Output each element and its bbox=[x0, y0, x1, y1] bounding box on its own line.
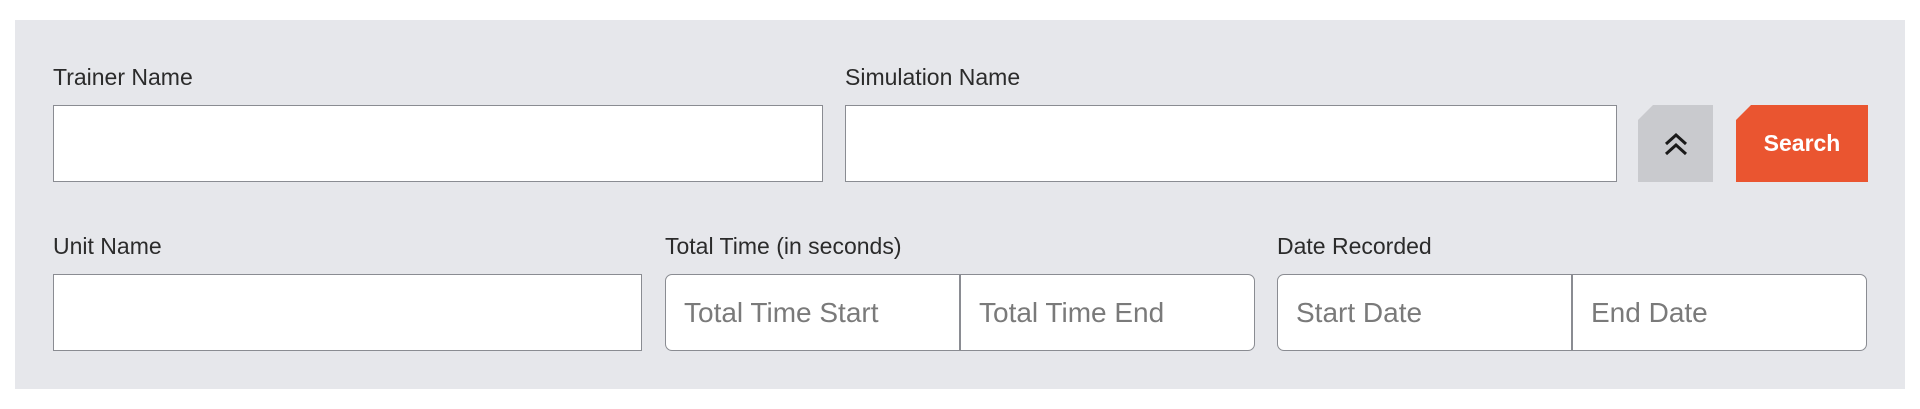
simulation-name-label: Simulation Name bbox=[845, 64, 1021, 90]
simulation-name-input[interactable] bbox=[845, 105, 1617, 182]
unit-name-label: Unit Name bbox=[53, 233, 162, 259]
date-recorded-label: Date Recorded bbox=[1277, 233, 1432, 259]
trainer-name-label: Trainer Name bbox=[53, 64, 193, 90]
trainer-name-input[interactable] bbox=[53, 105, 823, 182]
total-time-end-input[interactable] bbox=[960, 274, 1255, 351]
end-date-input[interactable] bbox=[1572, 274, 1867, 351]
double-chevron-up-icon bbox=[1664, 132, 1688, 156]
collapse-filters-button[interactable] bbox=[1638, 105, 1713, 182]
search-button[interactable]: Search bbox=[1736, 105, 1868, 182]
unit-name-input[interactable] bbox=[53, 274, 642, 351]
total-time-label: Total Time (in seconds) bbox=[665, 233, 902, 259]
total-time-start-input[interactable] bbox=[665, 274, 960, 351]
start-date-input[interactable] bbox=[1277, 274, 1572, 351]
